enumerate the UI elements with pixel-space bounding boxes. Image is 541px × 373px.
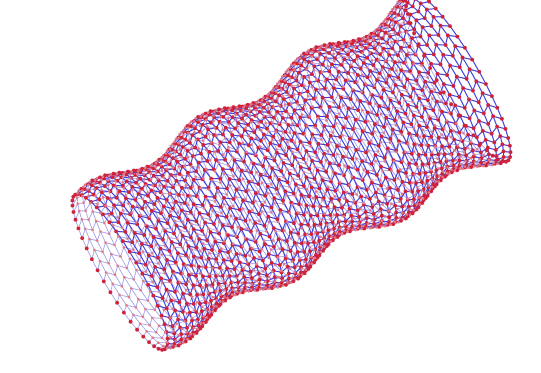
bond-segment	[127, 259, 130, 268]
bond-segment	[138, 299, 148, 300]
bond-segment	[97, 232, 100, 241]
bond-segment	[129, 288, 131, 297]
bond-segment	[404, 177, 406, 186]
bond-segment	[89, 220, 93, 230]
bond-segment	[407, 83, 409, 92]
bond-segment	[103, 243, 106, 252]
bond-segment	[98, 270, 104, 281]
bond-segment	[396, 90, 399, 99]
bond-segment	[89, 212, 93, 220]
bond-segment	[367, 216, 377, 217]
bond-segment	[159, 326, 165, 333]
bond-segment	[162, 255, 171, 256]
bond-segment	[82, 219, 85, 228]
bond-segment	[147, 331, 153, 337]
bond-segment	[393, 134, 402, 135]
bond-segment	[457, 77, 463, 88]
bond-segment	[86, 203, 91, 211]
bond-segment	[262, 212, 271, 213]
bond-segment	[131, 288, 138, 299]
bond-segment	[93, 212, 97, 222]
bond-segment	[147, 331, 156, 332]
bond-segment	[115, 236, 119, 245]
bond-segment	[106, 243, 112, 255]
bond-segment	[141, 281, 144, 290]
bond-segment	[115, 245, 121, 257]
bond-segment	[228, 147, 237, 150]
bond-segment	[85, 229, 89, 239]
bond-segment	[297, 237, 299, 246]
bond-segment	[134, 270, 137, 279]
bond-segment	[94, 250, 100, 261]
bond-segment	[259, 257, 268, 258]
bond-segment	[121, 257, 127, 269]
bond-segment	[138, 299, 145, 309]
bond-segment	[443, 55, 450, 66]
bond-segment	[109, 254, 112, 263]
bond-segment	[268, 193, 277, 194]
bond-segment	[192, 250, 201, 252]
bond-segment	[381, 142, 388, 152]
bond-segment	[97, 241, 102, 252]
bond-segment	[364, 170, 374, 171]
bond-segment	[143, 317, 150, 325]
bond-segment	[148, 291, 150, 300]
bond-segment	[150, 325, 156, 332]
bond-segment	[100, 261, 106, 272]
bond-segment	[127, 268, 134, 279]
bond-segment	[103, 252, 109, 263]
bond-segment	[101, 232, 106, 243]
bond-segment	[145, 309, 152, 318]
bond-segment	[156, 245, 165, 246]
bond-segment	[215, 281, 224, 282]
bond-segment	[101, 232, 110, 234]
bond-segment	[109, 234, 114, 245]
bond-segment	[278, 159, 281, 167]
bond-segment	[450, 66, 457, 77]
bond-segment	[381, 114, 390, 116]
bond-segment	[346, 118, 353, 129]
bond-segment	[122, 277, 124, 286]
bond-segment	[343, 128, 350, 139]
bond-segment	[453, 56, 460, 67]
bond-segment	[362, 140, 372, 142]
bond-segment	[141, 290, 148, 300]
bond-segment	[93, 221, 97, 230]
bond-segment	[134, 279, 141, 290]
bond-segment	[96, 221, 100, 232]
bond-segment	[381, 142, 390, 143]
bond-segment	[300, 145, 302, 154]
bond-segment	[446, 45, 453, 56]
bond-segment	[79, 211, 82, 220]
bond-segment	[143, 281, 153, 282]
bond-segment	[93, 230, 98, 241]
bond-segment	[90, 203, 93, 212]
bond-segment	[380, 171, 382, 180]
bond-segment	[152, 318, 159, 326]
bond-segment	[387, 124, 396, 125]
bond-segment	[115, 266, 118, 275]
bond-segment	[104, 281, 111, 292]
bond-segment	[252, 248, 261, 249]
bond-segment	[271, 249, 280, 250]
bond-segment	[89, 239, 94, 250]
bond-segment	[295, 162, 298, 170]
bond-segment	[200, 217, 202, 226]
bond-segment	[148, 301, 155, 310]
bond-segment	[160, 283, 163, 292]
bond-segment	[121, 247, 124, 256]
bond-segment	[306, 155, 308, 164]
bond-segment	[86, 211, 89, 220]
bond-segment	[155, 273, 164, 274]
bond-segment	[274, 203, 283, 204]
bond-segment	[255, 231, 257, 240]
bond-segment	[145, 309, 154, 310]
bond-segment	[286, 247, 288, 256]
bond-segment	[104, 223, 109, 234]
